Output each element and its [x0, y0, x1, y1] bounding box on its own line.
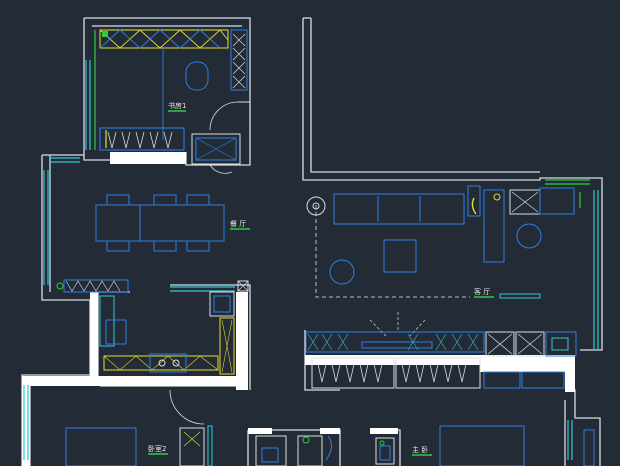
kitchen-area [56, 279, 249, 425]
room-label-living: 客 厅 [474, 287, 490, 296]
room-label-study: 书房1 [168, 101, 186, 110]
room-label-master: 主 卧 [412, 445, 428, 454]
wall-fills [22, 152, 575, 466]
study-room [99, 29, 250, 174]
bottom-rooms [65, 425, 595, 466]
windows [23, 30, 599, 460]
dining-area [95, 194, 225, 252]
room-label-dining: 餐 厅 [230, 219, 246, 228]
walls [21, 17, 603, 466]
tv-cabinet-row [305, 331, 577, 389]
room-label-bedroom-2: 卧室2 [148, 444, 166, 453]
living-area [306, 185, 575, 337]
